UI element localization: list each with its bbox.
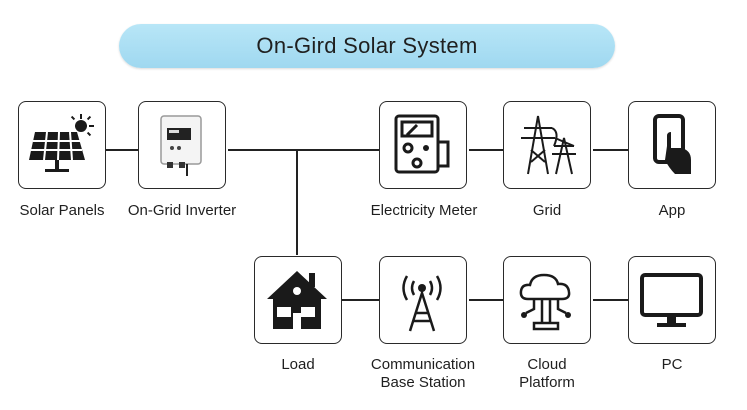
load-node (254, 256, 342, 344)
grid-label: Grid (532, 202, 562, 219)
antenna-icon (402, 275, 442, 332)
solar-panel-icon (29, 114, 94, 172)
inverter-label: On-Grid Inverter (127, 202, 237, 219)
inverter-node (138, 101, 226, 189)
grid-node (503, 101, 591, 189)
pc-node (628, 256, 716, 344)
electricity-meter-label: Electricity Meter (370, 202, 478, 219)
power-tower-icon (521, 115, 576, 175)
cloud-platform-node (503, 256, 591, 344)
pc-label: PC (661, 356, 683, 373)
app-node (628, 101, 716, 189)
app-label: App (658, 202, 686, 219)
solar-panels-node (18, 101, 106, 189)
electricity-meter-icon (394, 114, 450, 174)
electricity-meter-node (379, 101, 467, 189)
house-icon (267, 271, 327, 329)
cloud-network-icon (519, 273, 571, 331)
cloud-platform-label: Cloud Platform (519, 356, 575, 391)
smartphone-icon (653, 114, 691, 174)
solar-panels-label: Solar Panels (19, 202, 105, 219)
communication-base-station-label: Communication Base Station (370, 356, 476, 391)
inverter-icon (160, 115, 202, 176)
monitor-icon (640, 273, 703, 327)
load-label: Load (281, 356, 315, 373)
diagram-title: On-Gird Solar System (119, 24, 615, 68)
communication-base-station-node (379, 256, 467, 344)
